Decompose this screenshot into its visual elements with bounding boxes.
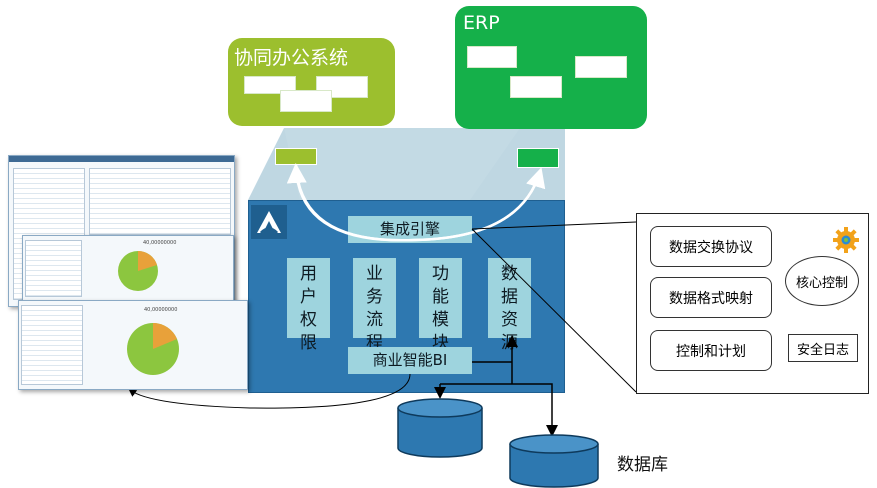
security-log-label: 安全日志 xyxy=(796,342,849,358)
module-label: 用户权限 xyxy=(300,264,317,353)
core-control-circle: 核心控制 xyxy=(785,256,859,306)
screenshot-main-grid xyxy=(89,168,231,235)
erp-system-box: ERP xyxy=(455,6,647,129)
database-label: 数据库 xyxy=(617,455,668,475)
pie-chart-mini-2 xyxy=(127,323,179,375)
oa-system-title: 协同办公系统 xyxy=(234,47,349,69)
control-plan-box: 控制和计划 xyxy=(650,330,772,371)
erp-window-3 xyxy=(510,76,562,98)
data-format-mapping-box: 数据格式映射 xyxy=(650,277,772,318)
oa-window-3 xyxy=(280,90,332,112)
core-control-label: 核心控制 xyxy=(795,275,848,291)
app-screenshot-front: 40,00000000 xyxy=(18,300,248,390)
app-screenshot-mid: 40,00000000 xyxy=(22,235,234,302)
pie-value-label-1: 40,00000000 xyxy=(143,240,177,246)
gear-icon xyxy=(833,227,859,253)
integration-engine-label: 集成引擎 xyxy=(379,220,440,238)
oa-system-box: 协同办公系统 xyxy=(228,38,395,126)
control-plan-label: 控制和计划 xyxy=(676,343,746,360)
platform-logo-icon xyxy=(251,205,287,239)
pie-chart-mini-1 xyxy=(118,251,158,291)
security-log-box: 安全日志 xyxy=(788,334,858,362)
database-cylinder-2 xyxy=(509,434,599,488)
screenshot-titlebar xyxy=(9,156,234,162)
screenshot-mid-grid xyxy=(25,240,82,297)
bi-box: 商业智能BI xyxy=(348,347,472,374)
data-exchange-protocol-label: 数据交换协议 xyxy=(669,239,753,256)
erp-window-1 xyxy=(467,46,517,68)
module-user-permission: 用户权限 xyxy=(287,258,330,353)
erp-window-2 xyxy=(575,56,627,78)
screenshot-front-grid xyxy=(21,305,83,385)
database-cylinder-1 xyxy=(397,398,483,458)
data-format-mapping-label: 数据格式映射 xyxy=(669,290,753,307)
module-function: 功能模块 xyxy=(419,258,462,353)
bi-label: 商业智能BI xyxy=(372,351,448,369)
data-exchange-protocol-box: 数据交换协议 xyxy=(650,226,772,267)
erp-system-title: ERP xyxy=(463,12,500,34)
pie-value-label-2: 40,00000000 xyxy=(144,307,178,313)
oa-window-1 xyxy=(244,76,296,94)
module-business-process: 业务流程 xyxy=(353,258,396,353)
